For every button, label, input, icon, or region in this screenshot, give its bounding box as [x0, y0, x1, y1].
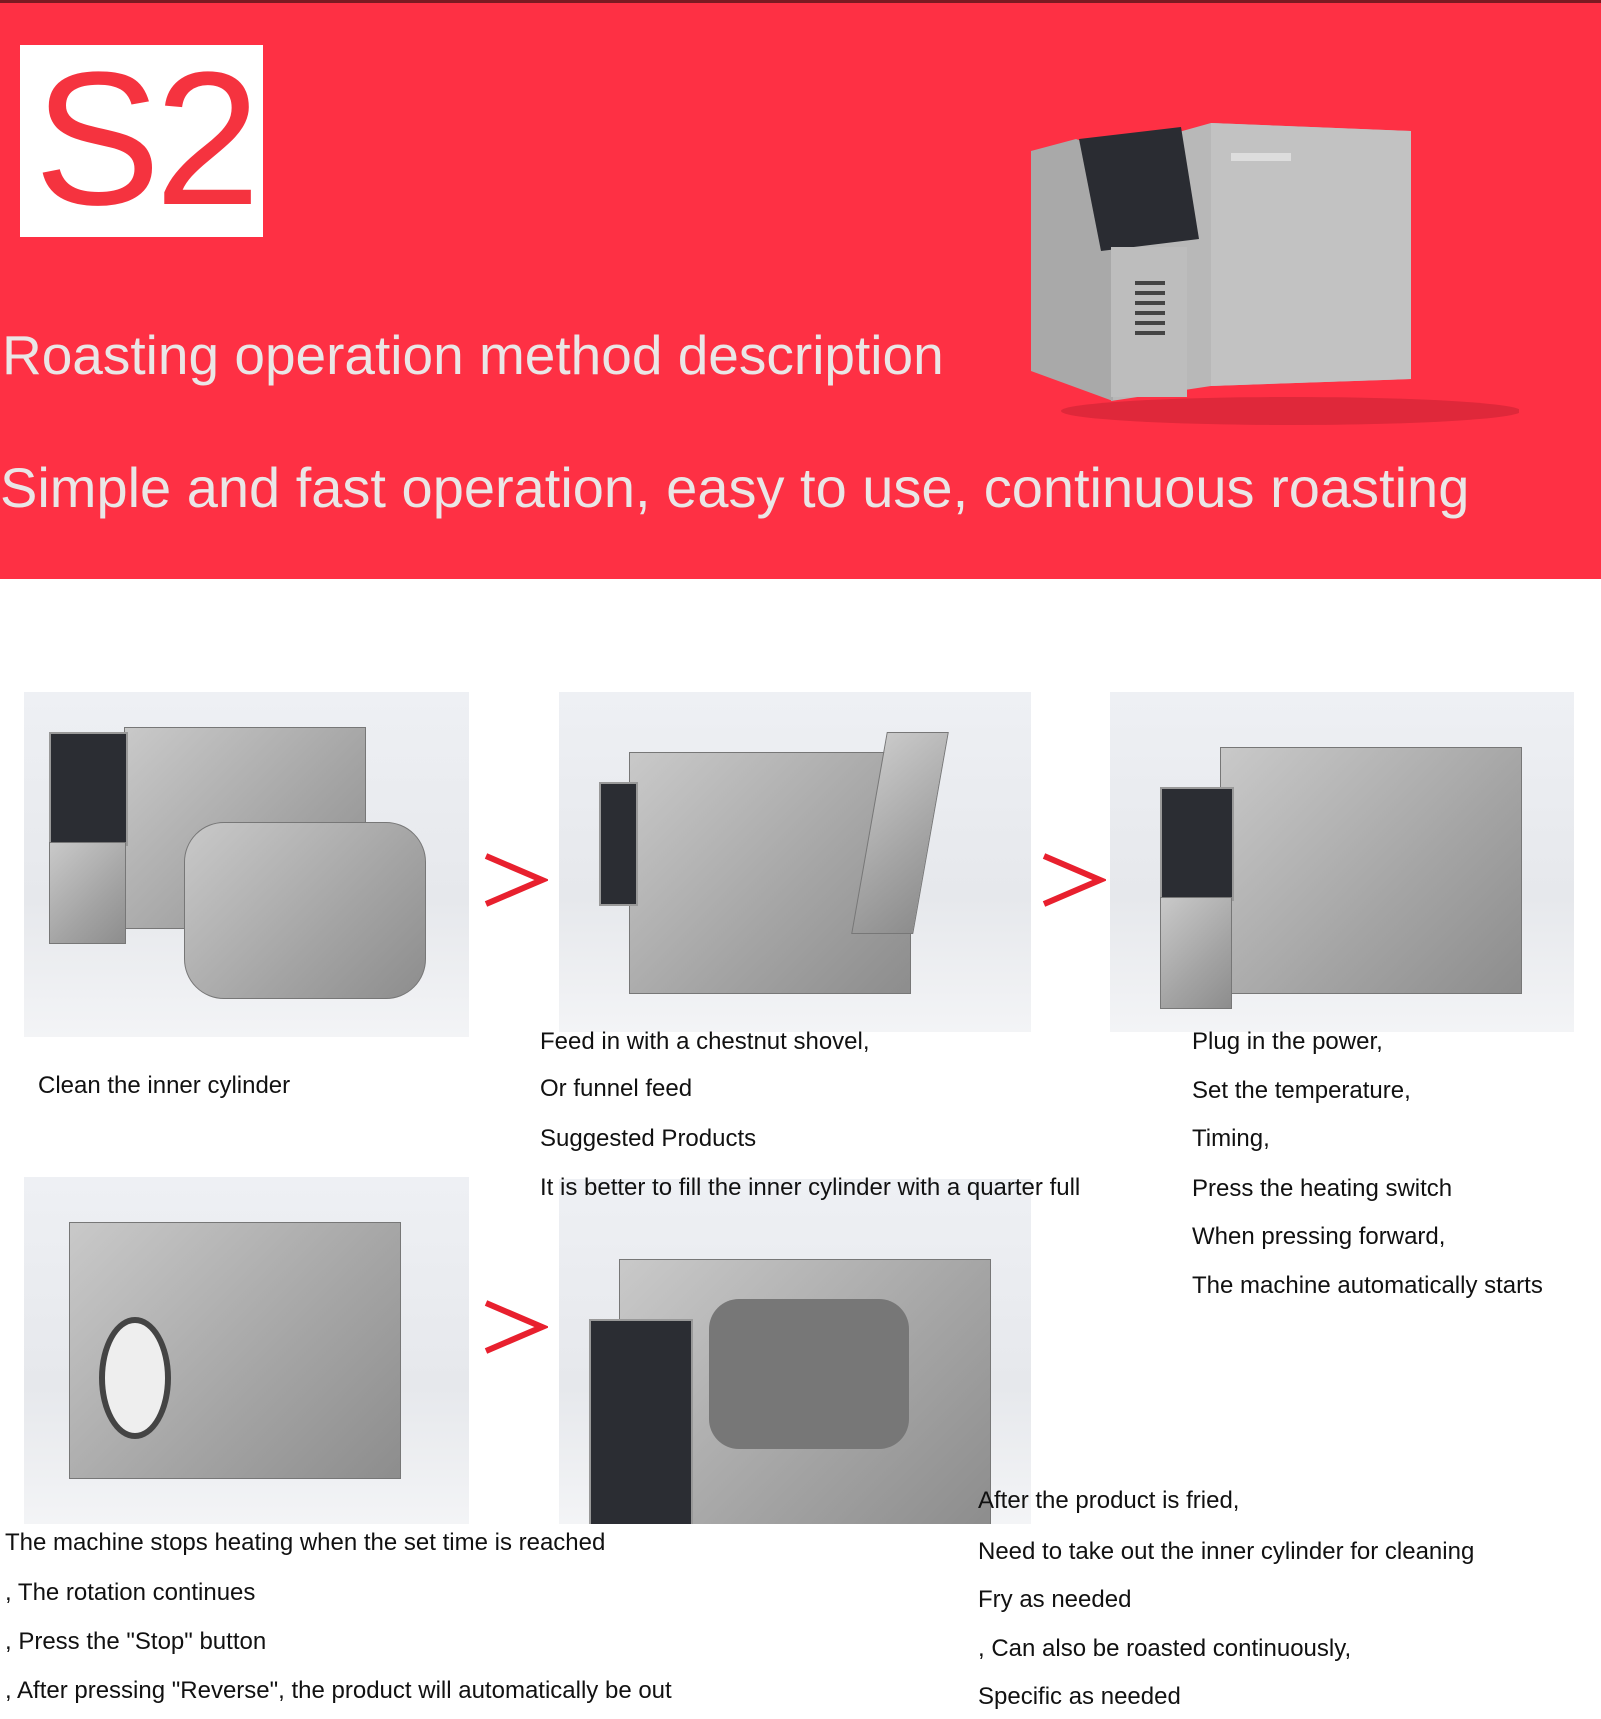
step3-photo [1110, 692, 1574, 1032]
step4-text: , Press the "Stop" button [5, 1628, 267, 1655]
step1-text: Clean the inner cylinder [38, 1072, 291, 1099]
arrow-right-icon [484, 1300, 548, 1354]
page-subtitle: Simple and fast operation, easy to use, … [0, 456, 1470, 519]
step2-text: Or funnel feed [540, 1075, 693, 1102]
roaster-machine-image [1031, 123, 1519, 425]
header-banner: S2 Roasting operation method description… [0, 0, 1601, 579]
step4-text: The machine stops heating when the set t… [5, 1529, 606, 1556]
step4-photo [24, 1177, 469, 1524]
step3-text: The machine automatically starts [1192, 1272, 1543, 1299]
step2-photo [559, 692, 1031, 1032]
step5-text: Specific as needed [978, 1683, 1181, 1710]
step4-text: , After pressing "Reverse", the product … [5, 1677, 672, 1704]
page-title: Roasting operation method description [2, 324, 944, 386]
step2-text: It is better to fill the inner cylinder … [540, 1174, 1081, 1201]
step5-text: Need to take out the inner cylinder for … [978, 1538, 1475, 1565]
step5-photo [559, 1179, 1031, 1524]
step5-text: , Can also be roasted continuously, [978, 1635, 1352, 1662]
step5-text: Fry as needed [978, 1586, 1132, 1613]
step4-text: , The rotation continues [5, 1579, 256, 1606]
arrow-right-icon [484, 853, 548, 907]
step3-text: Plug in the power, [1192, 1028, 1383, 1055]
step2-text: Suggested Products [540, 1125, 757, 1152]
step3-text: When pressing forward, [1192, 1223, 1446, 1250]
step3-text: Press the heating switch [1192, 1175, 1453, 1202]
step2-text: Feed in with a chestnut shovel, [540, 1028, 870, 1055]
step5-text: After the product is fried, [978, 1487, 1240, 1514]
arrow-right-icon [1042, 853, 1106, 907]
step3-text: Set the temperature, [1192, 1077, 1411, 1104]
step1-photo [24, 692, 469, 1037]
step3-text: Timing, [1192, 1125, 1270, 1152]
s2-logo: S2 [20, 39, 263, 239]
